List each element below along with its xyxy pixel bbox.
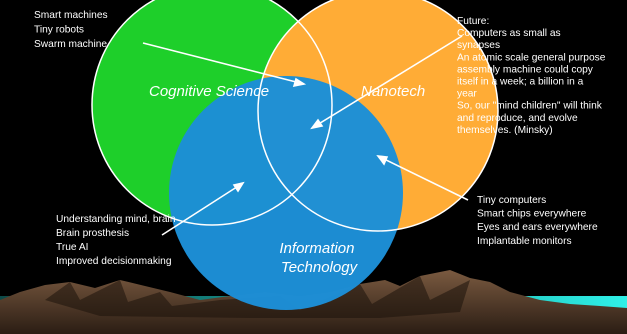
list-line: Swarm machine [34,39,107,50]
arrow-top-left [142,42,305,85]
arrow-bottom-left [161,182,244,236]
list-line: Understanding mind, brain [56,214,176,225]
list-line: Future: [457,16,489,27]
cognitive-science-label: Cognitive Science [149,83,269,100]
list-line: assembly machine could copy [457,64,594,75]
list-line: An atomic scale general purpose [457,52,606,63]
information-technology-label: Information Technology [279,240,358,276]
list-line: themselves. (Minsky) [457,125,553,136]
list-line: synapses [457,40,500,51]
arrowhead-bottom-right [376,155,389,166]
list-line: and reproduce, and evolve [457,113,578,124]
arrow-top-right [311,35,463,129]
arrow-bottom-right [377,155,469,201]
information-technology-circle [169,76,403,310]
list-line: itself in a week; a billion in a [457,77,584,88]
cognitive-science-outline [91,0,333,226]
list-line: Tiny computers [477,195,546,206]
list-line: Brain prosthesis [56,228,129,239]
nanotech-outline [257,0,499,232]
list-line: Smart machines [34,10,108,21]
list-line: year [457,89,477,100]
list-line: Implantable monitors [477,236,572,247]
list-line: Smart chips everywhere [477,209,587,220]
list-line: True AI [56,242,88,253]
arrowhead-top-right [310,118,324,130]
list-line: Computers as small as [457,28,561,39]
list-line: Tiny robots [34,25,84,36]
arrowhead-top-left [292,77,307,88]
nanotech-label: Nanotech [361,83,425,100]
list-line: So, our "mind children" will think [457,101,603,112]
arrows [142,35,469,236]
mountain-highlights [45,276,470,318]
arrowhead-bottom-left [232,181,245,193]
list-line: Improved decisionmaking [56,256,172,267]
list-line: Eyes and ears everywhere [477,222,598,233]
